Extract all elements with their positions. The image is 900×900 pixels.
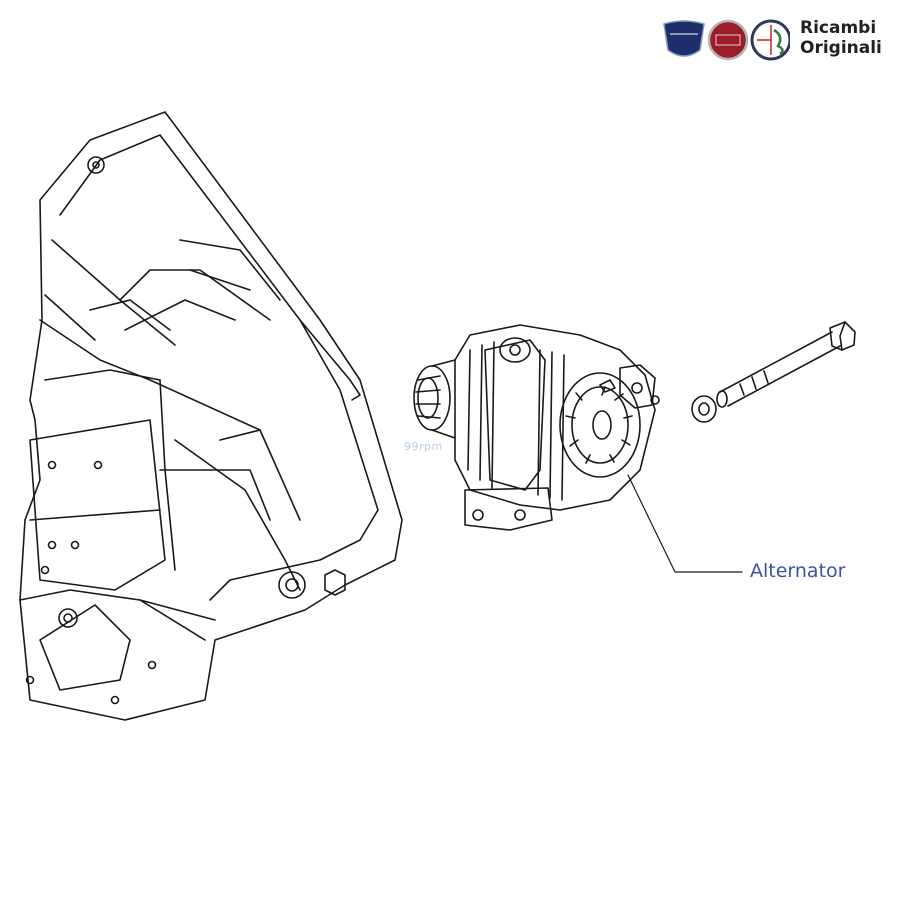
callout-label-alternator: Alternator	[750, 560, 846, 582]
mounting-bolt	[716, 321, 856, 408]
brand-line-2: Originali	[800, 38, 882, 58]
alternator-mounting-bracket	[19, 111, 403, 721]
alternator	[413, 324, 660, 531]
lancia-logo	[663, 20, 705, 57]
brand-logos	[663, 19, 792, 61]
watermark: 99rpm	[404, 440, 443, 453]
fiat-logo	[707, 19, 749, 61]
alfa-romeo-logo	[750, 19, 792, 61]
washer	[691, 395, 717, 423]
brand-name: Ricambi Originali	[800, 18, 882, 58]
brand-header: Ricambi Originali	[660, 16, 890, 66]
callout-leader-line	[627, 474, 743, 573]
brand-line-1: Ricambi	[800, 18, 877, 38]
